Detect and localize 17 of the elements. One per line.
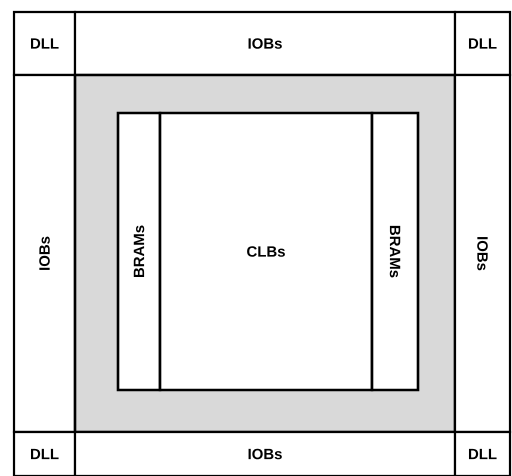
cell-label: BRAMs [390, 226, 400, 278]
cell-label: DLL [30, 448, 59, 460]
cell-label: DLL [30, 38, 59, 49]
cell-label: IOBs [477, 237, 488, 270]
cell-label: IOBs [248, 38, 282, 49]
block-cell [116, 112, 162, 392]
block-cell [12, 430, 76, 476]
block-cell [12, 10, 76, 76]
cell-label: BRAMs [134, 226, 144, 278]
cell-label: CLBs [247, 246, 285, 257]
cell-label: DLL [468, 448, 497, 460]
cell-label: IOBs [248, 448, 282, 460]
cell-label: DLL [468, 38, 497, 49]
block-cell [454, 430, 512, 476]
block-cell [370, 112, 420, 392]
block-cell [454, 10, 512, 76]
cell-label: IOBs [39, 236, 50, 270]
